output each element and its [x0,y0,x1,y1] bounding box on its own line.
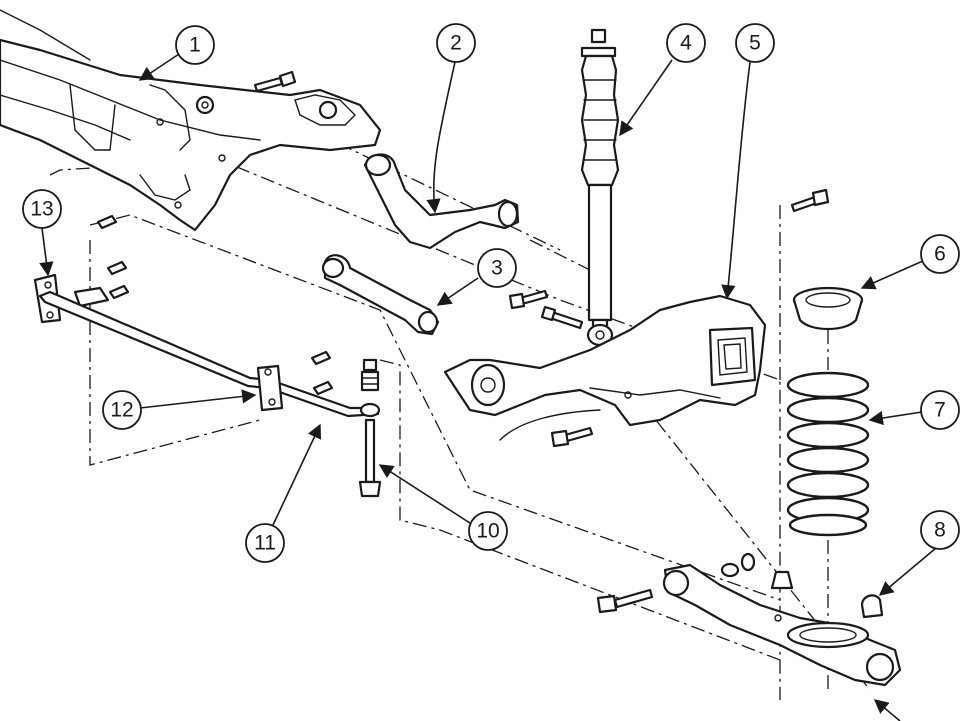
callout-label-7: 7 [934,399,946,422]
callout-5: 5 [735,23,775,63]
callout-6: 6 [920,234,960,274]
callout-4: 4 [666,23,706,63]
spring-upper-seat [792,286,864,330]
crossmember-subframe [0,9,382,232]
callout-11: 11 [245,523,285,563]
callout-label-11: 11 [254,532,276,555]
callout-13: 13 [22,189,62,229]
bump-stop [860,594,884,619]
lower-arm-hardware [596,552,794,614]
callout-label-6: 6 [934,243,946,266]
knuckle-trailing-arm [443,294,767,441]
stabilizer-link [358,358,382,498]
callout-8: 8 [920,510,960,550]
sway-bar-bolts [96,214,334,396]
stabilizer-bracket [256,364,284,412]
callout-10: 10 [468,511,508,551]
callout-label-12: 12 [110,399,133,422]
callout-label-4: 4 [680,32,692,55]
bolt-upper-right [790,188,830,213]
bolt-shock-mount [508,289,584,330]
callout-12: 12 [102,390,142,430]
callout-label-3: 3 [491,257,503,280]
callout-3: 3 [477,248,517,288]
leader-lines [39,51,937,721]
stabilizer-bar [38,290,381,418]
callout-label-2: 2 [450,32,462,55]
bolt-1 [253,70,297,93]
lower-control-arm [662,563,902,687]
callout-label-10: 10 [476,520,499,543]
shock-absorber [580,28,620,347]
callout-7: 7 [920,390,960,430]
coil-spring [786,371,870,537]
upper-control-arm [363,153,520,250]
bolt-knuckle [550,426,594,448]
lower-link [321,254,440,336]
callout-label-1: 1 [189,34,201,57]
callout-label-8: 8 [934,519,946,542]
callout-2: 2 [436,23,476,63]
callout-1: 1 [175,25,215,65]
callout-label-13: 13 [30,198,53,221]
callout-label-5: 5 [749,32,761,55]
